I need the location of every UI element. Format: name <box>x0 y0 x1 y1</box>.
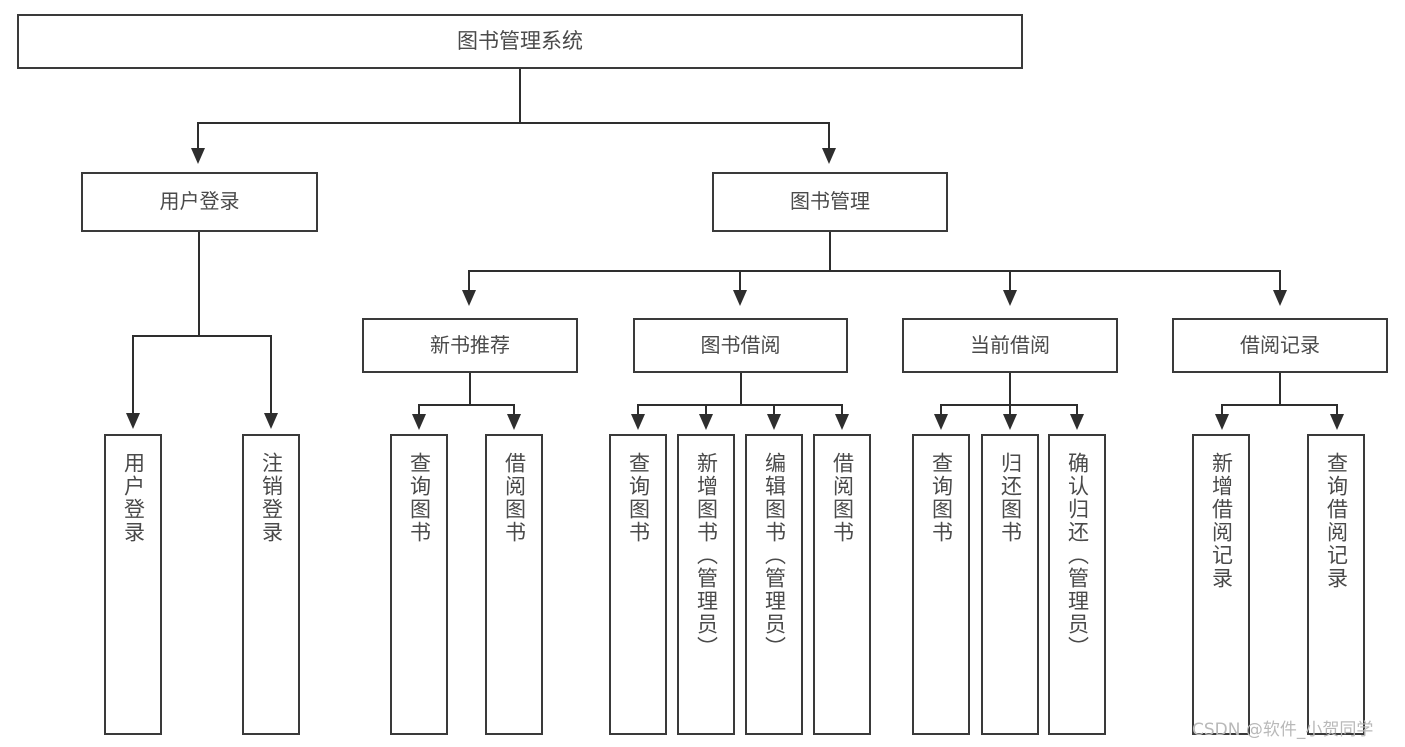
connector-currentborrow-c1 <box>940 404 942 416</box>
node-borrow-record[interactable]: 借阅记录 <box>1172 318 1388 373</box>
node-leaf-return-book[interactable]: 归还图书 <box>981 434 1039 735</box>
node-label: 图书借阅 <box>700 332 781 357</box>
node-leaf-query-book-recommend[interactable]: 查询图书 <box>390 434 448 735</box>
node-label: 新书推荐 <box>430 332 510 357</box>
node-label: 新增图书（管理员） <box>694 452 719 659</box>
node-label: 当前借阅 <box>970 332 1050 357</box>
connector-currentborrow-c3 <box>1076 404 1078 416</box>
node-label: 归还图书 <box>998 452 1023 544</box>
arrow-currentborrow-c2 <box>1003 414 1017 430</box>
node-book-management[interactable]: 图书管理 <box>712 172 948 232</box>
arrow-borrowrecord-c1 <box>1215 414 1229 430</box>
connector-borrowrecord-c1 <box>1221 404 1223 416</box>
connector-bookmgmt-c3 <box>1009 270 1011 292</box>
connector-newbook-c2 <box>513 404 515 416</box>
connector-bookmgmt-bar <box>468 270 1281 272</box>
arrow-newbook-c2 <box>507 414 521 430</box>
arrow-bookborrow-c4 <box>835 414 849 430</box>
connector-borrowrecord-c2 <box>1336 404 1338 416</box>
connector-bookborrow-c1 <box>637 404 639 416</box>
node-label: 查询图书 <box>929 452 954 544</box>
arrow-root-to-login <box>191 148 205 164</box>
node-new-book-recommend[interactable]: 新书推荐 <box>362 318 578 373</box>
connector-currentborrow-stem <box>1009 373 1011 406</box>
node-label: 查询借阅记录 <box>1324 452 1349 590</box>
arrow-bookmgmt-c2 <box>733 290 747 306</box>
connector-bookborrow-stem <box>740 373 742 406</box>
csdn-watermark: CSDN @软件_小贺同学 <box>1192 720 1374 740</box>
arrow-bookmgmt-c3 <box>1003 290 1017 306</box>
arrow-userlogin-child1 <box>126 413 140 429</box>
connector-bookmgmt-c1 <box>468 270 470 292</box>
node-leaf-borrow-book[interactable]: 借阅图书 <box>813 434 871 735</box>
connector-bookborrow-c2 <box>705 404 707 416</box>
node-label: 编辑图书（管理员） <box>762 452 787 659</box>
node-leaf-query-book[interactable]: 查询图书 <box>609 434 667 735</box>
connector-userlogin-child1 <box>132 335 134 415</box>
node-label: 用户登录 <box>121 452 146 544</box>
node-leaf-borrow-book-recommend[interactable]: 借阅图书 <box>485 434 543 735</box>
arrow-currentborrow-c3 <box>1070 414 1084 430</box>
arrow-bookborrow-c1 <box>631 414 645 430</box>
connector-userlogin-stem <box>198 232 200 336</box>
node-label: 确认归还（管理员） <box>1065 452 1090 659</box>
node-label: 查询图书 <box>407 452 432 544</box>
node-leaf-add-borrow-record[interactable]: 新增借阅记录 <box>1192 434 1250 735</box>
node-label: 用户登录 <box>159 189 240 214</box>
connector-root-to-bookmgmt <box>828 122 830 150</box>
node-label: 图书管理 <box>790 189 870 214</box>
node-label: 借阅图书 <box>830 452 855 544</box>
connector-borrowrecord-bar <box>1221 404 1338 406</box>
connector-bookborrow-c3 <box>773 404 775 416</box>
node-label: 借阅图书 <box>502 452 527 544</box>
arrow-currentborrow-c1 <box>934 414 948 430</box>
arrow-bookborrow-c2 <box>699 414 713 430</box>
node-label: 新增借阅记录 <box>1209 452 1234 590</box>
connector-bookmgmt-c4 <box>1279 270 1281 292</box>
connector-borrowrecord-stem <box>1279 373 1281 406</box>
node-leaf-logout[interactable]: 注销登录 <box>242 434 300 735</box>
connector-userlogin-bar <box>132 335 272 337</box>
connector-bookmgmt-c2 <box>739 270 741 292</box>
node-leaf-confirm-return-admin[interactable]: 确认归还（管理员） <box>1048 434 1106 735</box>
arrow-bookborrow-c3 <box>767 414 781 430</box>
arrow-userlogin-child2 <box>264 413 278 429</box>
arrow-bookmgmt-c1 <box>462 290 476 306</box>
connector-userlogin-child2 <box>270 335 272 415</box>
arrow-newbook-c1 <box>412 414 426 430</box>
node-leaf-edit-book-admin[interactable]: 编辑图书（管理员） <box>745 434 803 735</box>
arrow-root-to-bookmgmt <box>822 148 836 164</box>
node-leaf-add-book-admin[interactable]: 新增图书（管理员） <box>677 434 735 735</box>
connector-root-stem <box>519 69 521 123</box>
node-label: 查询图书 <box>626 452 651 544</box>
node-leaf-query-borrow-record[interactable]: 查询借阅记录 <box>1307 434 1365 735</box>
node-book-borrow[interactable]: 图书借阅 <box>633 318 848 373</box>
node-leaf-query-book-current[interactable]: 查询图书 <box>912 434 970 735</box>
connector-bookborrow-c4 <box>841 404 843 416</box>
connector-root-to-login <box>197 122 199 150</box>
connector-currentborrow-c2 <box>1009 404 1011 416</box>
arrow-bookmgmt-c4 <box>1273 290 1287 306</box>
connector-bookmgmt-stem <box>829 232 831 272</box>
node-label: 注销登录 <box>259 452 284 544</box>
node-user-login[interactable]: 用户登录 <box>81 172 318 232</box>
connector-root-bar <box>197 122 830 124</box>
connector-newbook-c1 <box>418 404 420 416</box>
connector-newbook-bar <box>418 404 515 406</box>
connector-newbook-stem <box>469 373 471 406</box>
node-root-system[interactable]: 图书管理系统 <box>17 14 1023 69</box>
node-current-borrow[interactable]: 当前借阅 <box>902 318 1118 373</box>
node-leaf-user-login[interactable]: 用户登录 <box>104 434 162 735</box>
arrow-borrowrecord-c2 <box>1330 414 1344 430</box>
node-label: 图书管理系统 <box>457 29 583 54</box>
node-label: 借阅记录 <box>1240 332 1320 357</box>
connector-bookborrow-bar <box>637 404 843 406</box>
